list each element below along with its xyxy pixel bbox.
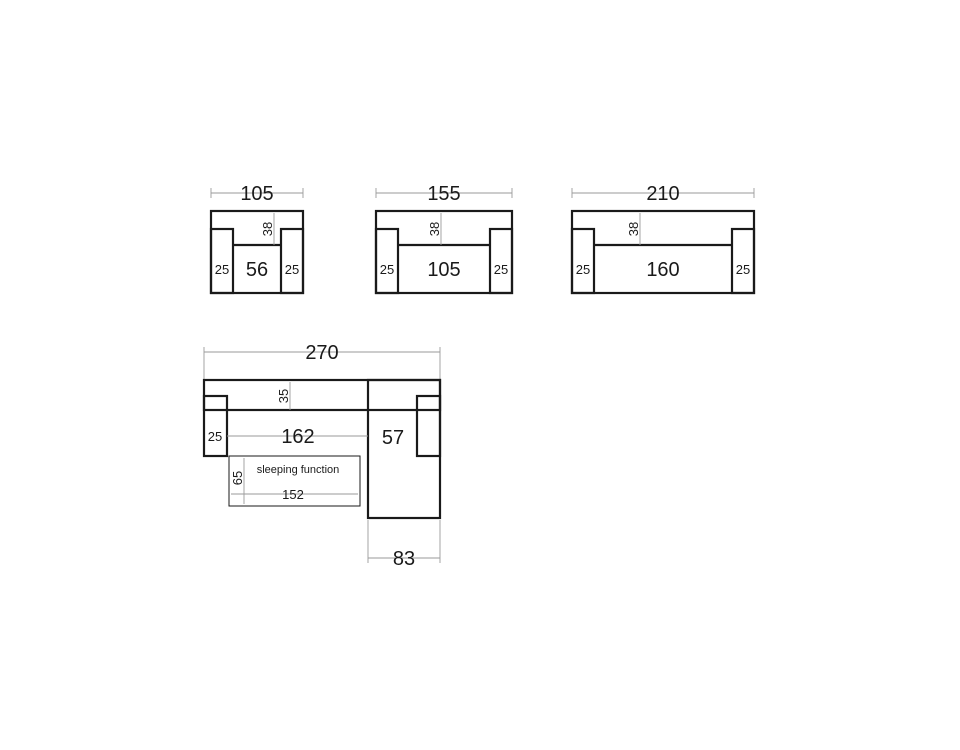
sofa-210-right-arm [730,227,756,295]
sofa-210-depth-label: 38 [626,222,641,236]
corner-sofa-chaise-total-label: 83 [393,548,415,570]
corner-sofa-left-arm [202,394,229,458]
corner-sofa-depth-label: 35 [276,389,291,403]
corner-sofa-module: 270 35 25 162 57 sleeping function 65 15… [202,342,442,570]
sofa-210-width-label: 210 [646,183,679,205]
sleeping-depth-label: 65 [230,471,245,485]
sofa-105-right-arm [279,227,305,295]
sofa-155-depth-label: 38 [427,222,442,236]
sleeping-function-label: sleeping function [257,464,340,476]
sofa-105-right-arm-label: 25 [285,262,299,277]
corner-sofa-left-arm-label: 25 [208,429,222,444]
sofa-210-left-arm [570,227,596,295]
corner-sofa-width-label: 270 [305,342,338,364]
sofa-105-seat-label: 56 [246,259,268,281]
sofa-210-seat-label: 160 [646,259,679,281]
sofa-155-seat-label: 105 [427,259,460,281]
corner-sofa-chaise-total-dimension-line [367,520,441,563]
corner-sofa-seat-label: 162 [281,426,314,448]
sofa-155-right-arm-label: 25 [494,262,508,277]
sofa-105-width-dimension-line [210,188,304,198]
sofa-105-left-arm [209,227,235,295]
corner-sofa-chaise-arm [415,394,442,458]
sofa-105-depth-label: 38 [260,222,275,236]
sleeping-width-label: 152 [282,487,304,502]
sofa-210-right-arm-label: 25 [736,262,750,277]
corner-sofa-chaise-width-label: 57 [382,427,404,449]
sofa-155-left-arm [374,227,400,295]
sofa-105-width-label: 105 [240,183,273,205]
sofa-155-left-arm-label: 25 [380,262,394,277]
sofa-210-left-arm-label: 25 [576,262,590,277]
corner-sofa-backrest [202,378,442,412]
sleeping-function-area [228,455,361,507]
sofa-155-right-arm [488,227,514,295]
sofa-155-module: 155 38 25 105 25 [374,183,514,295]
sofa-105-left-arm-label: 25 [215,262,229,277]
sofa-210-width-dimension-line [571,188,755,198]
sofa-105-module: 105 38 25 56 25 [209,183,305,295]
corner-sofa-width-dimension-line [203,347,441,382]
sofa-155-width-dimension-line [375,188,513,198]
sofa-155-width-label: 155 [427,183,460,205]
corner-sofa-chaise [366,378,442,520]
sofa-210-module: 210 38 25 160 25 [570,183,756,295]
